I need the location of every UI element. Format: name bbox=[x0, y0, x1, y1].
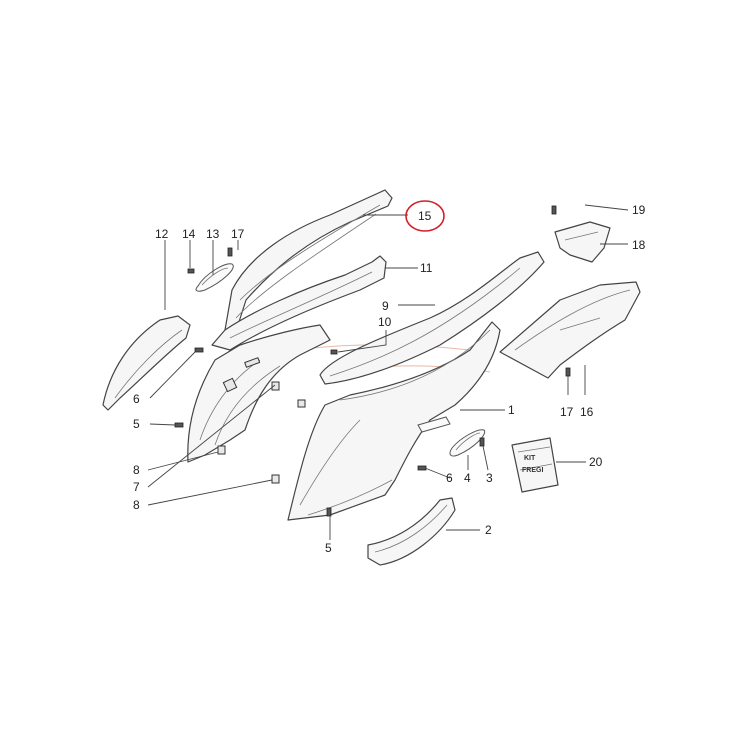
part-20-kit-bag[interactable]: KIT FREGI bbox=[511, 437, 559, 493]
callout-8-bottom: 8 bbox=[133, 498, 140, 512]
clip-7-icon[interactable] bbox=[271, 381, 280, 391]
callout-10: 10 bbox=[378, 315, 392, 329]
callout-5-bottom: 5 bbox=[325, 541, 332, 555]
callout-11: 11 bbox=[420, 261, 433, 275]
leader-lines bbox=[147, 204, 629, 540]
part-9-side-rail[interactable] bbox=[319, 251, 545, 385]
callout-18: 18 bbox=[632, 238, 646, 252]
callout-19: 19 bbox=[632, 203, 646, 217]
part-11-frame-bracket[interactable] bbox=[211, 255, 387, 351]
part-12-left-cover[interactable] bbox=[102, 315, 191, 411]
callout-17-top: 17 bbox=[231, 227, 245, 241]
highlight-circle-15 bbox=[405, 200, 445, 232]
fasteners bbox=[174, 205, 571, 517]
part-16-right-rear-cover[interactable] bbox=[499, 281, 641, 379]
part-18-bracket[interactable] bbox=[554, 221, 611, 263]
callout-13: 13 bbox=[206, 227, 220, 241]
callout-8-top: 8 bbox=[133, 463, 140, 477]
part-15-upper-rail[interactable] bbox=[224, 189, 393, 331]
callout-6-left: 6 bbox=[133, 392, 140, 406]
callout-20: 20 bbox=[589, 455, 603, 469]
callout-1: 1 bbox=[508, 403, 515, 417]
callout-4: 4 bbox=[464, 471, 471, 485]
callout-labels: 12 14 13 17 15 11 9 10 6 5 8 7 8 1 5 6 4… bbox=[133, 203, 646, 555]
screw-5b-icon[interactable] bbox=[326, 507, 332, 517]
clip-8-icon[interactable] bbox=[217, 445, 226, 455]
screw-17-icon[interactable] bbox=[227, 247, 233, 257]
callout-2: 2 bbox=[485, 523, 492, 537]
clip-top-icon[interactable] bbox=[297, 399, 306, 408]
part-1-main-side-panel[interactable] bbox=[287, 321, 501, 521]
bag-text-line1: KIT bbox=[524, 455, 536, 462]
callout-12: 12 bbox=[155, 227, 169, 241]
bag-text-line2: FREGI bbox=[522, 467, 543, 474]
callout-7: 7 bbox=[133, 480, 140, 494]
callout-15: 15 bbox=[418, 209, 432, 223]
part-13-gasket[interactable] bbox=[195, 263, 234, 292]
screw-6b-icon[interactable] bbox=[417, 465, 427, 471]
callout-6-right: 6 bbox=[446, 471, 453, 485]
left-inner-panel[interactable] bbox=[187, 324, 331, 463]
screw-19-icon[interactable] bbox=[551, 205, 557, 215]
screw-17b-icon[interactable] bbox=[565, 367, 571, 377]
callout-16: 16 bbox=[580, 405, 594, 419]
callout-9: 9 bbox=[382, 299, 389, 313]
screw-5-icon[interactable] bbox=[174, 422, 184, 428]
part-4-gasket[interactable] bbox=[449, 429, 486, 457]
callout-17-right: 17 bbox=[560, 405, 574, 419]
part-2-curved-trim[interactable] bbox=[367, 497, 456, 566]
screw-6-icon[interactable] bbox=[194, 347, 204, 353]
clip-8b-icon[interactable] bbox=[271, 474, 280, 484]
screw-3-icon[interactable] bbox=[479, 437, 485, 447]
callout-14: 14 bbox=[182, 227, 196, 241]
callout-5-left: 5 bbox=[133, 417, 140, 431]
callout-3: 3 bbox=[486, 471, 493, 485]
screw-14-icon[interactable] bbox=[187, 268, 195, 274]
screw-10-icon[interactable] bbox=[330, 349, 338, 355]
